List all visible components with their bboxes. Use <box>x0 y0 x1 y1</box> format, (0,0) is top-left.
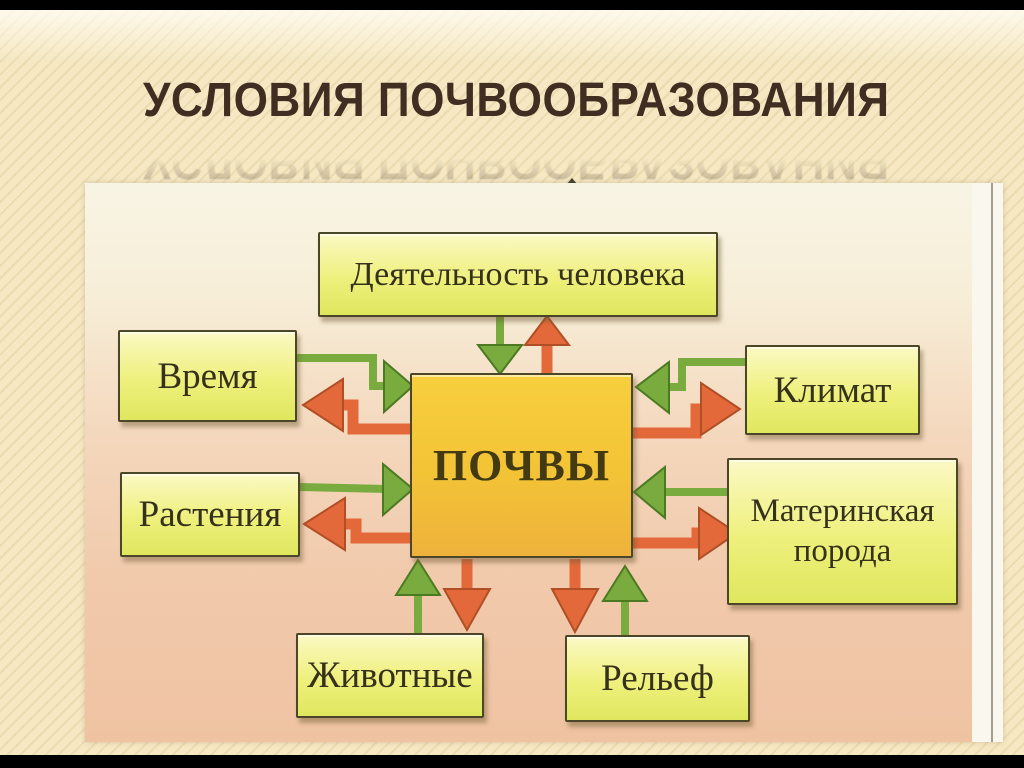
arrow-parent-rock-to-soils-green <box>632 464 727 521</box>
node-parent-rock-label: Материнская порода <box>750 492 935 569</box>
node-time: Время <box>118 330 297 422</box>
node-human-activity: Деятельность человека <box>318 232 718 317</box>
node-climate: Климат <box>745 345 920 435</box>
arrow-soils-to-parent-rock-orange <box>633 506 739 561</box>
scan-page-edge <box>972 183 1003 742</box>
arrow-human-activity-to-soils-green <box>475 317 525 376</box>
node-time-label: Время <box>157 355 258 397</box>
slide-title: УСЛОВИЯ ПОЧВООБРАЗОВАНИЯ <box>143 74 890 127</box>
arrow-soils-to-animals-orange <box>442 559 492 633</box>
node-soils-center: ПОЧВЫ <box>410 373 633 558</box>
node-soils-label: ПОЧВЫ <box>432 441 611 490</box>
arrow-soils-to-relief-orange <box>550 559 600 635</box>
arrow-soils-to-plants-orange <box>302 496 411 552</box>
arrow-time-to-soils-green <box>297 354 415 415</box>
arrow-relief-to-soils-green <box>601 564 649 635</box>
node-plants-label: Растения <box>138 494 282 535</box>
arrow-soils-to-human-activity-orange <box>522 314 572 375</box>
letterbox-bottom <box>0 755 1024 768</box>
node-animals-label: Животные <box>307 655 473 696</box>
arrow-plants-to-soils-green <box>299 461 415 518</box>
diagram-arrows <box>297 314 745 635</box>
letterbox-top <box>0 0 1024 10</box>
slide-background: УСЛОВИЯ ПОЧВООБРАЗОВАНИЯ УСЛОВИЯ ПОЧВООБ… <box>0 10 1024 755</box>
arrow-animals-to-soils-green <box>394 558 442 633</box>
node-plants: Растения <box>120 472 300 557</box>
node-relief: Рельеф <box>565 635 750 722</box>
arrow-soils-to-time-orange <box>301 377 411 435</box>
node-animals: Животные <box>296 633 484 718</box>
scan-artifact-mark <box>566 178 578 185</box>
slide-title-reflection: УСЛОВИЯ ПОЧВООБРАЗОВАНИЯ <box>143 135 890 189</box>
node-human-activity-label: Деятельность человека <box>350 255 686 293</box>
arrow-soils-to-climate-orange <box>633 381 742 439</box>
node-climate-label: Климат <box>773 369 892 411</box>
node-parent-rock: Материнская порода <box>727 458 958 605</box>
node-relief-label: Рельеф <box>601 658 714 699</box>
slide-title-block: УСЛОВИЯ ПОЧВООБРАЗОВАНИЯ УСЛОВИЯ ПОЧВООБ… <box>143 74 954 237</box>
scan-edge-line <box>991 183 993 742</box>
diagram-photo: Деятельность человека Время Климат Расте… <box>85 183 1003 742</box>
arrow-climate-to-soils-green <box>634 358 745 416</box>
